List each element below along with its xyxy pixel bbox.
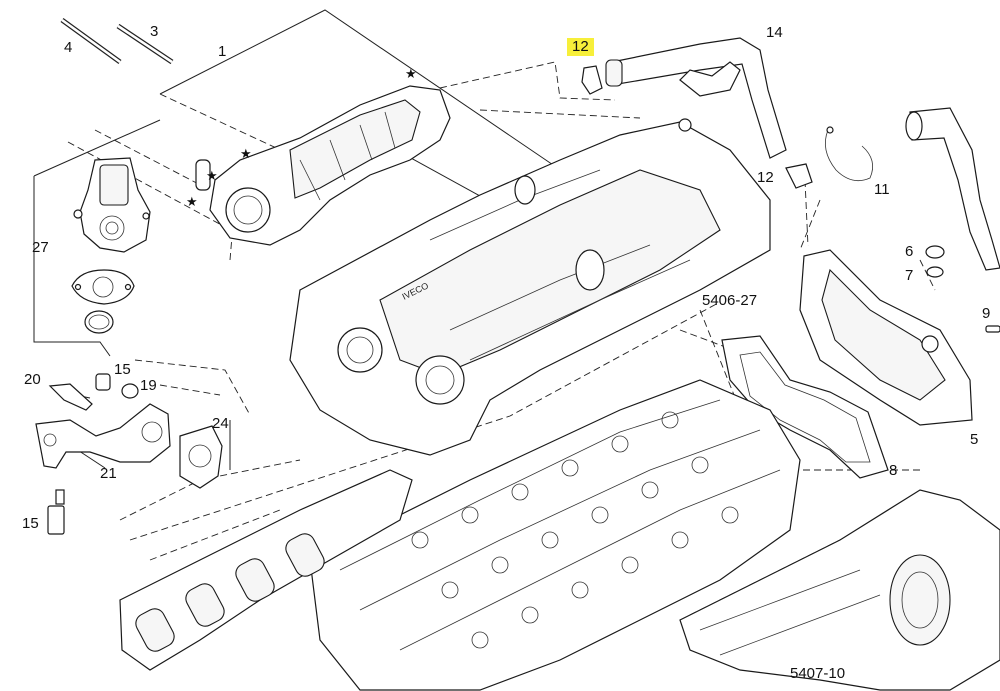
callout-1: 1 xyxy=(218,43,227,60)
exhaust-manifold xyxy=(679,489,1000,691)
callout-21: 21 xyxy=(100,465,117,482)
callout-12-highlighted: 12 xyxy=(567,38,594,56)
star-marker: ★ xyxy=(240,146,252,161)
callout-15: 15 xyxy=(22,515,39,532)
plugs-6-7-9 xyxy=(925,245,1000,333)
callout-8: 8 xyxy=(889,462,898,479)
callout-14: 14 xyxy=(766,24,783,41)
cylinder-head-cover xyxy=(289,121,771,456)
callout-9: 9 xyxy=(982,305,991,322)
callout-12: 12 xyxy=(757,169,774,186)
egr-module-1 xyxy=(195,85,451,246)
part-ref-bottom: 5407-10 xyxy=(790,665,846,682)
callout-4: 4 xyxy=(64,39,73,56)
bolts-3-4 xyxy=(60,17,174,65)
gasket-27 xyxy=(71,269,135,334)
callout-24: 24 xyxy=(212,415,229,432)
cylinder-head xyxy=(309,379,801,691)
part-ref-top: 5406-27 xyxy=(702,292,758,309)
callout-11: 11 xyxy=(874,181,890,198)
star-marker: ★ xyxy=(405,66,417,81)
callout-15: 15 xyxy=(114,361,131,378)
callout-19: 19 xyxy=(140,377,157,394)
callout-3: 3 xyxy=(150,23,159,40)
callout-6: 6 xyxy=(905,243,914,260)
egr-pipe-21 xyxy=(35,373,223,535)
callout-5: 5 xyxy=(970,431,979,448)
exhaust-flange-5 xyxy=(799,249,973,426)
coolant-pipe-14 xyxy=(605,37,787,159)
callout-20: 20 xyxy=(24,371,41,388)
coolant-hose xyxy=(905,107,1000,271)
callout-27: 27 xyxy=(32,239,49,256)
egr-valve-27 xyxy=(73,157,151,253)
star-marker: ★ xyxy=(186,194,198,209)
star-marker: ★ xyxy=(206,168,218,183)
intake-manifold xyxy=(119,469,413,671)
clips-11-12 xyxy=(581,65,874,189)
callout-7: 7 xyxy=(905,267,914,284)
